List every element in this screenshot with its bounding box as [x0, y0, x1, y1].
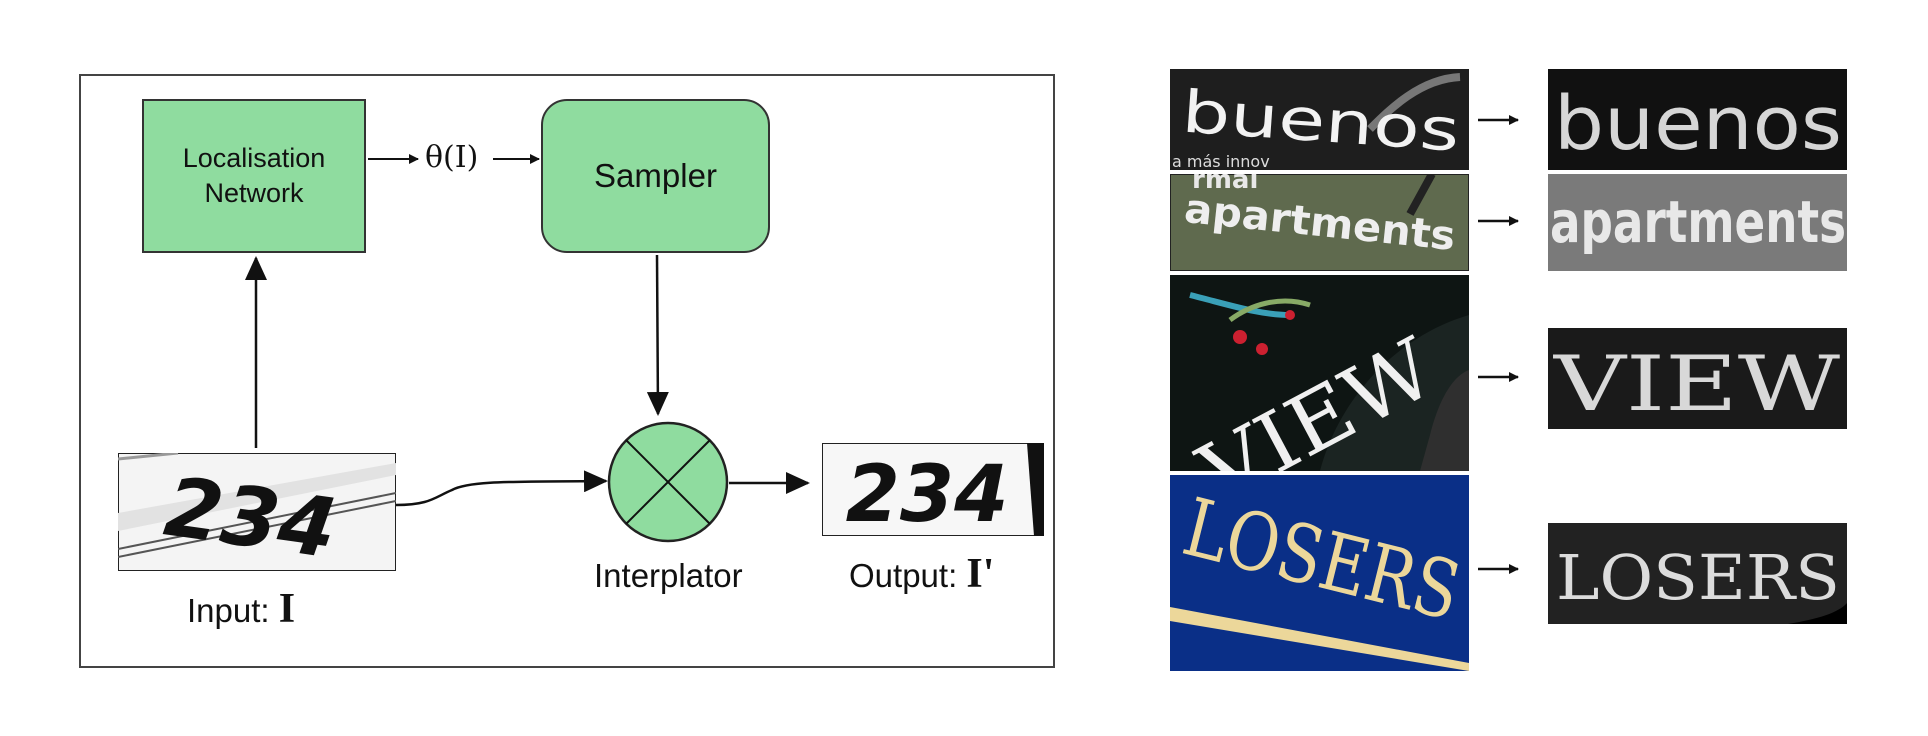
example-output-text: apartments: [1550, 188, 1846, 256]
example-output-text: buenos: [1554, 81, 1842, 167]
example-output-image: buenos: [1548, 69, 1847, 170]
output-symbol: I': [966, 551, 995, 597]
localisation-network-box: Localisation Network: [142, 99, 366, 253]
example-input-image: buenos a más innov: [1170, 69, 1469, 170]
example-input-subtext: rmal: [1192, 174, 1258, 195]
interpolator-label: Interplator: [594, 557, 743, 594]
interpolator-icon: [607, 421, 729, 543]
example-output-image: VIEW: [1548, 328, 1847, 429]
example-input-image: VIEW: [1170, 275, 1469, 471]
input-caption: Input: I: [187, 585, 295, 633]
diagram-frame: [79, 74, 1055, 668]
example-output-image: LOSERS: [1548, 523, 1847, 624]
arrow-sampler-to-interp: [646, 254, 669, 416]
input-digits: 234: [159, 460, 342, 571]
sampler-label: Sampler: [594, 157, 717, 194]
input-label: Input:: [187, 592, 270, 629]
sampler-box: Sampler: [541, 99, 770, 253]
output-caption: Output: I': [849, 550, 994, 598]
output-label: Output:: [849, 557, 958, 594]
example-input-subtext: a más innov: [1172, 152, 1270, 170]
example-output-image: apartments: [1548, 174, 1847, 271]
input-image: 234: [118, 453, 396, 571]
example-arrows: [1478, 115, 1519, 574]
example-input-image: LOSERS: [1170, 475, 1469, 671]
output-digits: 234: [846, 450, 1009, 536]
example-input-image: rmal apartments: [1170, 174, 1469, 271]
output-image: 234: [822, 443, 1044, 536]
example-output-text: LOSERS: [1556, 541, 1840, 614]
example-output-text: VIEW: [1553, 339, 1840, 428]
localisation-network-label: Localisation Network: [182, 142, 326, 208]
input-symbol: I: [278, 586, 296, 632]
theta-label: θ(I): [425, 140, 479, 175]
arrow-input-to-interp: [395, 470, 608, 507]
